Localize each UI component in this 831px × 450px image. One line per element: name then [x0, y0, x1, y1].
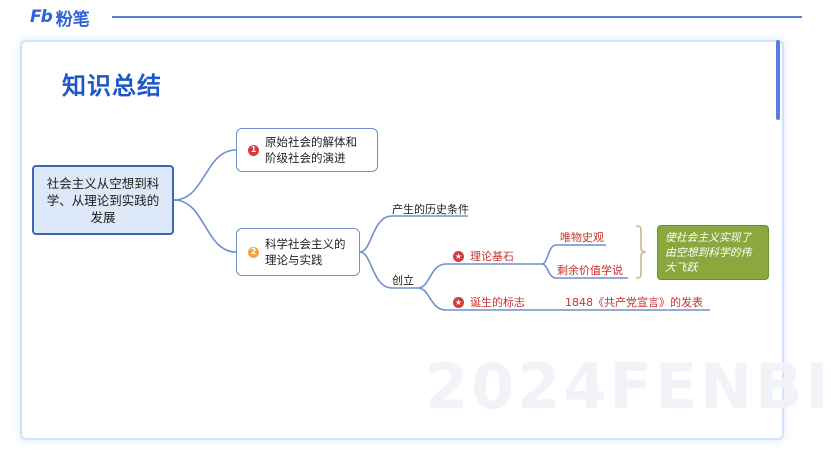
historical-conditions-label: 产生的历史条件	[392, 203, 469, 216]
badge-1-icon: 1	[248, 144, 259, 156]
connector-theory-surplus	[541, 263, 628, 279]
header-divider	[112, 16, 802, 18]
root-node: 社会主义从空想到科学、从理论到实践的发展	[32, 165, 174, 235]
conclusion-label: 使社会主义实现了由空想到科学的伟大飞跃	[665, 231, 752, 274]
frame-accent-bar	[776, 40, 780, 120]
surplus-value-label: 剩余价值学说	[557, 264, 623, 277]
brand-logo: Fb 粉笔	[30, 6, 90, 30]
mindmap-connectors	[173, 149, 710, 311]
conclusion-box: 使社会主义实现了由空想到科学的伟大飞跃	[657, 225, 769, 280]
star-icon: ★	[453, 296, 464, 308]
connector-branch2-founding	[359, 251, 418, 289]
connector-founding-theory	[417, 263, 542, 289]
content-frame	[20, 40, 784, 440]
birth-mark-node: ★ 诞生的标志	[453, 294, 525, 310]
branch-node-2: 2 科学社会主义的理论与实践	[236, 228, 360, 276]
connector-root-branch2	[173, 199, 237, 253]
connector-founding-birth	[417, 287, 710, 311]
theory-basis-node: ★ 理论基石	[453, 248, 514, 264]
badge-2-icon: 2	[248, 246, 259, 258]
root-node-label: 社会主义从空想到科学、从理论到实践的发展	[46, 175, 160, 225]
page-title: 知识总结	[62, 72, 162, 100]
brand-name: 粉笔	[55, 9, 90, 30]
watermark: 2024FENBI	[425, 350, 831, 423]
connector-root-branch1	[173, 149, 237, 201]
birth-mark-label: 诞生的标志	[470, 296, 525, 309]
founding-label: 创立	[392, 274, 414, 287]
branch-node-1-label: 原始社会的解体和阶级社会的演进	[265, 135, 357, 165]
theory-basis-label: 理论基石	[470, 250, 514, 263]
manifesto-label: 1848《共产党宣言》的发表	[565, 296, 703, 309]
branch-node-2-label: 科学社会主义的理论与实践	[265, 237, 346, 267]
branch-node-1: 1 原始社会的解体和阶级社会的演进	[236, 128, 378, 172]
connector-branch2-conditions	[359, 215, 468, 253]
connector-theory-materialism	[541, 244, 606, 265]
materialism-label: 唯物史观	[560, 231, 604, 244]
bracket	[635, 225, 647, 279]
star-icon: ★	[453, 250, 464, 262]
brand-mark: Fb	[30, 7, 53, 27]
